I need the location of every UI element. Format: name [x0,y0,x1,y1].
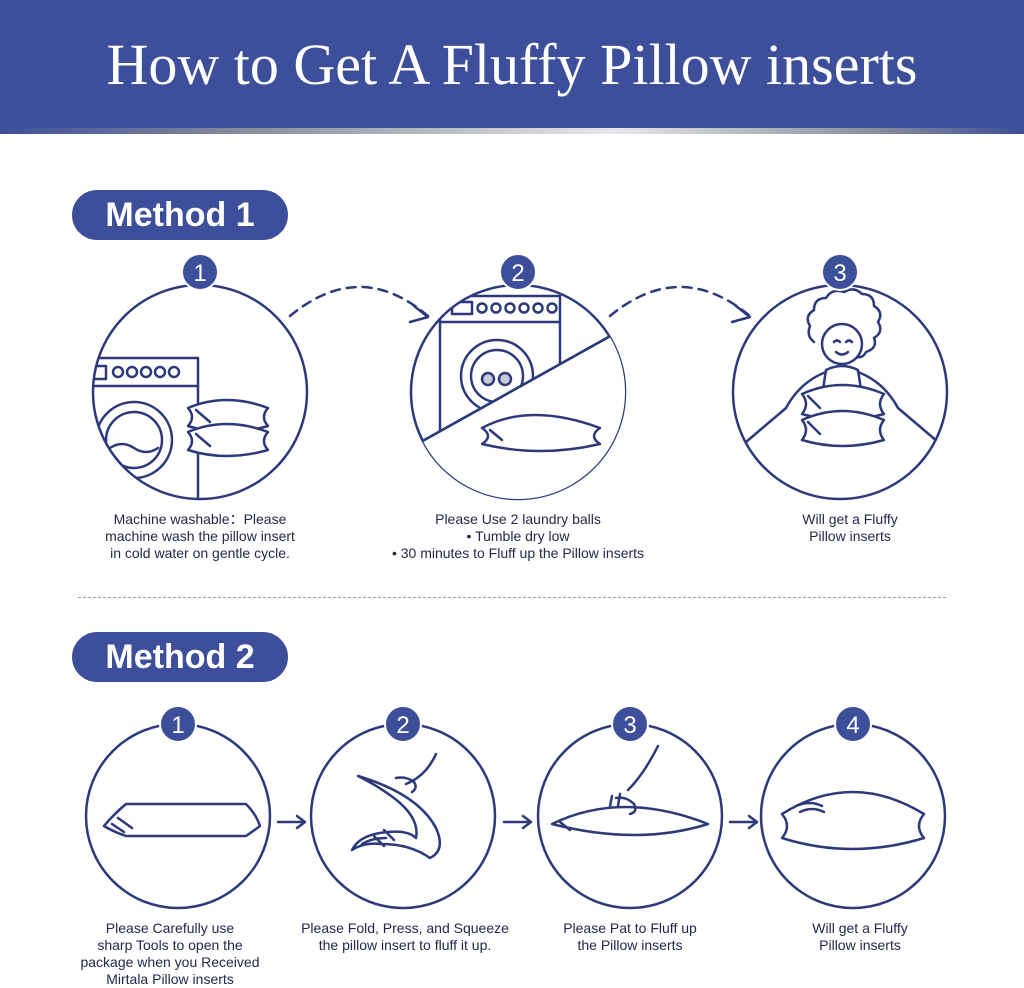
fold-pillow-hand-icon [350,752,442,860]
m1-step2-number: 2 [511,260,524,287]
caption-line: the pillow insert to fluff it up. [318,937,492,953]
m2-step4-number: 4 [846,712,859,739]
m2-step1-badge [159,705,197,743]
caption-line: • 30 minutes to Fluff up the Pillow inse… [391,545,645,561]
caption-line: machine wash the pillow insert [105,528,295,544]
m2-step2-circle [309,722,497,910]
m1-step3-caption: Will get a Fluffy Pillow inserts [760,511,940,545]
m1-arrow-1-head [408,304,430,324]
m1-arrow-2 [608,285,752,318]
m1-step1-badge [181,253,219,291]
m1-arrow-2-head [730,304,752,324]
m2-step1-caption: Please Carefully use sharp Tools to open… [60,920,280,988]
caption-line: Please Use 2 laundry balls [435,511,601,527]
m2-arrow-1-head [295,814,307,830]
caption-line: Please Pat to Fluff up [563,920,697,936]
m2-step4-badge [834,705,872,743]
caption-line: Pillow inserts [809,528,891,544]
caption-line: the Pillow inserts [577,937,683,953]
m2-step2-number: 2 [396,712,409,739]
caption-line: package when you Received [80,954,260,970]
header-shine-strip [0,128,1024,134]
dryer-with-laundry-balls-icon [411,294,625,499]
m2-arrow-3-head [747,814,759,830]
m2-step2-caption: Please Fold, Press, and Squeeze the pill… [285,920,525,954]
caption-line: Machine washable：Please [113,511,287,527]
pat-pillow-hand-icon [550,744,710,837]
caption-line: in cold water on gentle cycle. [110,545,290,561]
caption-line: Please Fold, Press, and Squeeze [301,920,509,936]
m2-step3-number: 3 [623,712,636,739]
caption-line: Pillow inserts [819,937,901,953]
m2-step3-badge [611,705,649,743]
section-divider [78,597,946,598]
girl-with-fluffy-pillows-icon [744,288,940,448]
m1-arrow-1 [288,285,430,318]
page-title: How to Get A Fluffy Pillow inserts [106,32,918,97]
m2-arrow-2-head [521,814,533,830]
method-1-label: Method 1 [72,190,288,240]
caption-line: sharp Tools to open the [97,937,243,953]
method-2-label: Method 2 [72,632,288,682]
caption-line: Will get a Fluffy [812,920,908,936]
m1-step1-caption: Machine washable：Please machine wash the… [70,511,330,562]
caption-line: Please Carefully use [105,920,235,936]
m2-step1-number: 1 [171,712,184,739]
caption-line: • Tumble dry low [466,528,570,544]
caption-line: Mirtala Pillow inserts [106,971,234,987]
header-banner [0,0,1024,128]
m2-step2-badge [384,705,422,743]
m1-step1-number: 1 [193,260,206,287]
m2-step4-caption: Will get a Fluffy Pillow inserts [765,920,955,954]
m1-step2-caption: Please Use 2 laundry balls • Tumble dry … [368,511,668,562]
m2-step3-circle [536,722,724,910]
m1-step3-number: 3 [833,260,846,287]
m1-step3-badge [821,253,859,291]
m2-step3-caption: Please Pat to Fluff up the Pillow insert… [530,920,730,954]
caption-line: Will get a Fluffy [802,511,898,527]
m2-step4-circle [759,722,947,910]
flat-pillow-icon [102,802,262,838]
fluffy-pillow-icon [780,790,926,851]
m1-step2-badge [499,253,537,291]
